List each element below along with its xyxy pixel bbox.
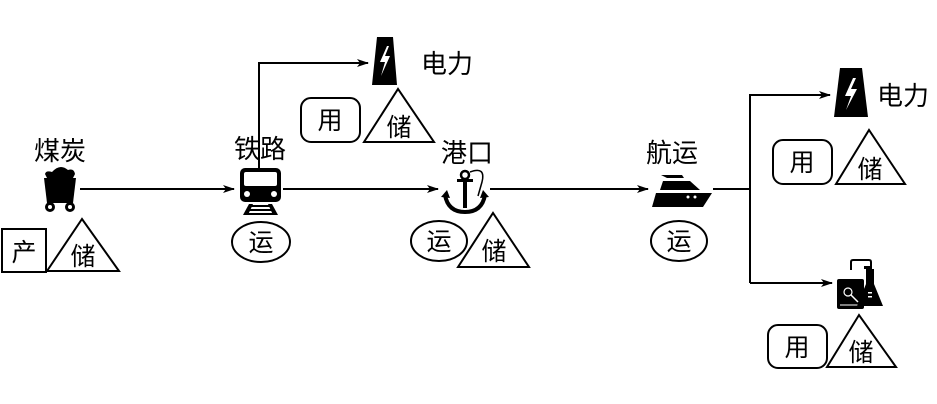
storage-triangle [834, 128, 907, 185]
railway-label: 铁路 [234, 135, 286, 165]
edge-railway-to-power [258, 59, 369, 168]
power-right-label: 电力 [877, 82, 929, 112]
node-coal: 煤炭 产 储 [1, 137, 121, 273]
storage-triangle [362, 87, 436, 143]
storage-triangle [825, 313, 898, 368]
connectors [80, 59, 833, 287]
use-tag: 用 [784, 333, 809, 362]
storage-tag: 储 [481, 237, 506, 266]
transport-oval [231, 221, 291, 263]
use-box [767, 324, 828, 369]
ship-icon [652, 175, 712, 207]
anchor-icon [441, 169, 489, 215]
use-box [300, 97, 361, 143]
node-port: 港口 运 储 [410, 139, 531, 268]
storage-tag: 储 [848, 338, 873, 367]
node-power-top: 电力 用 储 [300, 37, 473, 143]
node-power-right: 电力 用 储 [772, 68, 929, 185]
production-tag: 产 [11, 238, 36, 267]
port-label: 港口 [441, 139, 493, 169]
power-plant-icon [372, 37, 397, 85]
edge-shipping-to-power [749, 91, 831, 283]
storage-tag: 储 [70, 242, 95, 271]
coal-label: 煤炭 [34, 137, 86, 167]
transport-oval [650, 220, 708, 262]
transport-tag: 运 [426, 227, 451, 256]
power-top-label: 电力 [421, 50, 473, 80]
shipping-label: 航运 [646, 139, 698, 169]
use-tag: 用 [317, 106, 342, 135]
node-railway: 铁路 运 [231, 135, 291, 263]
storage-tag: 储 [857, 155, 882, 184]
storage-triangle [456, 211, 531, 268]
transport-tag: 运 [666, 227, 691, 256]
transport-tag: 运 [248, 228, 273, 257]
node-chemical: 用 储 [767, 259, 898, 369]
use-tag: 用 [789, 148, 814, 177]
production-box [1, 228, 47, 273]
coal-cart-icon [44, 166, 76, 212]
storage-tag: 储 [386, 113, 411, 142]
use-box [772, 139, 833, 185]
power-plant-icon [834, 68, 868, 117]
train-icon [240, 168, 281, 215]
chemical-plant-icon [837, 259, 883, 309]
transport-oval [410, 220, 468, 262]
node-shipping: 航运 运 [646, 139, 712, 262]
storage-triangle [45, 217, 121, 272]
